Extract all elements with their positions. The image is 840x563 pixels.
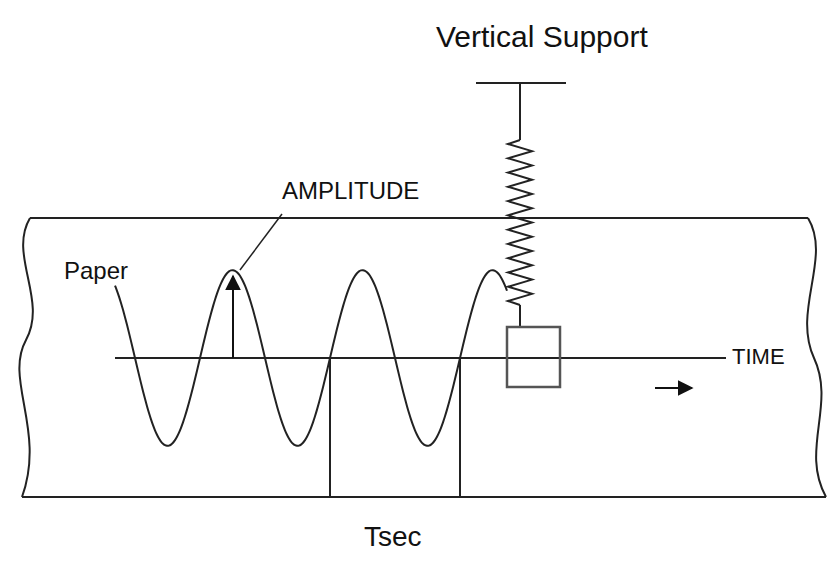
period-marker	[329, 358, 331, 497]
paper-strip	[19, 218, 826, 497]
paper-right-tear	[807, 218, 826, 497]
amplitude-label: AMPLITUDE	[280, 178, 421, 204]
support-rod	[519, 83, 521, 140]
amplitude-arrow	[232, 276, 234, 358]
amplitude-leader	[240, 214, 282, 270]
paper-motion-arrow	[655, 387, 692, 389]
mass-pen	[507, 327, 560, 387]
period-marker	[459, 358, 461, 497]
paper-bottom-edge	[22, 496, 826, 498]
paper-top-edge	[30, 217, 808, 219]
paper-left-tear	[19, 218, 32, 497]
spring-coil	[508, 140, 532, 305]
paper-label: Paper	[62, 258, 130, 284]
sine-trace	[115, 270, 507, 446]
time-axis	[115, 357, 726, 359]
axis-label: TIME	[730, 345, 787, 369]
period-label: Tsec	[362, 522, 424, 553]
support-label: Vertical Support	[434, 20, 650, 53]
spring-hook	[519, 305, 521, 327]
